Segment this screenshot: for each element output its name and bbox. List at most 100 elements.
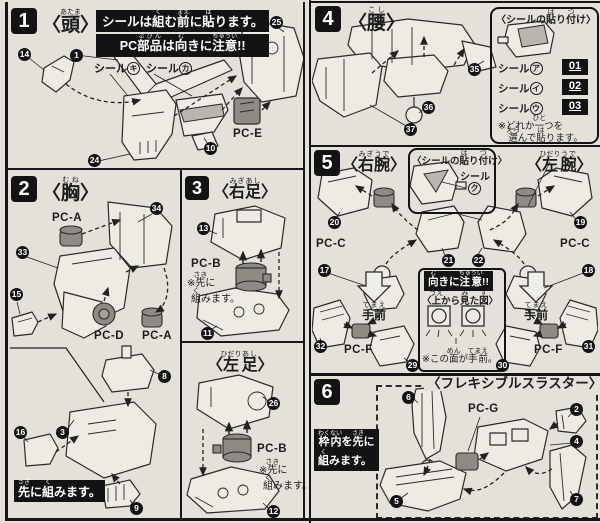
part-callout: 6 <box>402 391 415 404</box>
step-title: 〈胸むね〉 <box>42 177 100 204</box>
orientation-warning: 向むきに注意ちゅうい!! <box>424 271 494 292</box>
part-callout: 22 <box>472 254 485 267</box>
part-callout: 37 <box>404 123 417 136</box>
part-callout: 31 <box>582 340 595 353</box>
divider <box>5 2 8 519</box>
polycap-label: PC-C <box>560 238 591 250</box>
step-title-left-arm: 〈左ひだり腕うで〉 <box>526 151 593 174</box>
part-callout: 24 <box>88 154 101 167</box>
right-foot-diagram <box>196 205 290 337</box>
sticker-box-title: 〈シールの貼はり付つけ〉 <box>496 9 596 26</box>
part-callout: 5 <box>390 495 403 508</box>
sticker-number-badge: 01 <box>562 59 588 75</box>
part-callout: 29 <box>406 359 419 372</box>
sticker-box-title: 〈シールの貼はり付つけ〉 <box>412 150 508 167</box>
divider <box>303 2 305 519</box>
section-right-foot: 3 〈右みぎ足あし〉 13 PC-B ※先さきに 組くみます。 11 <box>183 172 303 341</box>
circled-kana: キ <box>127 62 140 75</box>
part-callout: 8 <box>158 370 171 383</box>
assemble-first-note: 枠内わくないを先さきに 組くみます。 <box>314 429 379 471</box>
divider <box>311 1 600 3</box>
orientation-box <box>418 268 506 372</box>
step-title-thruster: 〈フレキシブルスラスター〉 <box>424 376 600 392</box>
divider <box>180 168 182 520</box>
step-title: 〈左ひだり足あし〉 <box>207 351 274 374</box>
circled-kana: ア <box>529 62 543 75</box>
circled-kana: イ <box>529 82 543 95</box>
sticker-label: シール <box>460 172 490 183</box>
part-callout: 20 <box>328 216 341 229</box>
sticker-row-label: シールイ <box>498 81 543 96</box>
polycap-label: PC-G <box>468 403 499 415</box>
sticker-choice-note: 選えらんで貼はります。 <box>506 127 583 144</box>
sticker-number-badge: 02 <box>562 79 588 95</box>
divider <box>311 373 600 376</box>
section-arms: 5 〈右みぎ腕うで〉 〈左ひだり腕うで〉 〈シールの貼はり付つけ〉 シール ク … <box>312 148 598 372</box>
polycap-label: PC-F <box>534 344 563 356</box>
part-callout: 7 <box>570 493 583 506</box>
part-callout: 10 <box>204 142 217 155</box>
section-left-foot: 〈左ひだり足あし〉 26 PC-B ※先さきに 組くみます。 12 <box>183 345 312 518</box>
waist-assembly-diagram <box>312 18 555 128</box>
assemble-first-note: 組くみます。 <box>263 475 312 492</box>
step-number: 2 <box>11 176 37 202</box>
polycap-label: PC-D <box>94 330 125 342</box>
part-callout: 11 <box>201 327 214 340</box>
section-waist: 4 〈腰こし〉 35 36 37 〈シールの貼はり付つけ〉 シールア 01 シー… <box>312 3 599 144</box>
step-number: 3 <box>185 176 209 200</box>
step-title-right-arm: 〈右みぎ腕うで〉 <box>342 151 407 174</box>
section-chest: 2 〈胸むね〉 PC-A 34 33 15 PC-D PC-A 8 16 3 9… <box>8 172 180 518</box>
polycap-label: PC-C <box>316 238 347 250</box>
step-title: 〈腰こし〉 <box>348 7 406 34</box>
front-side-label: 手前てまえ <box>524 302 549 322</box>
part-callout: 16 <box>14 426 27 439</box>
part-callout: 36 <box>422 101 435 114</box>
circled-kana: ウ <box>529 102 543 115</box>
part-callout: 17 <box>318 264 331 277</box>
assemble-first-note: ※先さきに <box>259 459 288 476</box>
sticker-row-label: シールア <box>498 61 543 76</box>
divider <box>5 518 600 521</box>
polycap-label: PC-A <box>142 330 173 342</box>
part-callout: 2 <box>570 403 583 416</box>
polycap-label: PC-B <box>191 258 222 270</box>
assemble-first-note: 先さきに組くみます。 <box>14 480 105 503</box>
circled-kana: カ <box>179 62 192 75</box>
warning-text: シールは組くむ前まえに貼はります。 <box>96 10 270 33</box>
sticker-placement-box <box>408 148 496 214</box>
front-side-label: 手前てまえ <box>362 302 387 322</box>
step-number: 5 <box>314 150 340 176</box>
assemble-first-note: 組くみます。 <box>191 288 240 305</box>
step-number: 6 <box>314 379 340 405</box>
step-title: 〈右みぎ足あし〉 <box>213 178 278 201</box>
part-callout: 9 <box>130 502 143 515</box>
assemble-first-note: ※先さきに <box>187 272 216 289</box>
sticker-placement-box <box>490 7 599 144</box>
divider <box>180 341 305 343</box>
section-head: 1 〈頭あたま〉 シールは組くむ前まえに貼はります。 PC部品ぶひんは向むきに注… <box>8 4 303 168</box>
part-callout: 1 <box>70 49 83 62</box>
polycap-label: PC-E <box>233 128 263 140</box>
part-callout: 34 <box>150 202 163 215</box>
part-callout: 32 <box>314 340 327 353</box>
warning-text: PC部品ぶひんは向むきに注意ちゅうい!! <box>96 34 270 57</box>
chest-assembly-diagram <box>10 201 173 509</box>
section-thruster: 6 〈フレキシブルスラスター〉 枠内わくないを先さきに 組くみます。 PC-G … <box>312 376 600 519</box>
polycap-label: PC-F <box>344 344 373 356</box>
sticker-number-badge: 03 <box>562 99 588 115</box>
front-face-note: ※この面めんが手前てまえ。 <box>422 348 498 365</box>
top-view-label: 〈上うえから見みた図ず〉 <box>422 290 499 307</box>
part-callout: 4 <box>570 435 583 448</box>
arms-assembly-diagram <box>312 161 598 367</box>
sticker-label: シールカ <box>146 60 192 76</box>
sticker-row-label: シールウ <box>498 101 543 116</box>
part-callout: 14 <box>18 48 31 61</box>
part-callout: 12 <box>267 505 280 518</box>
part-callout: 18 <box>582 264 595 277</box>
part-callout: 3 <box>56 426 69 439</box>
divider <box>311 145 600 147</box>
part-callout: 21 <box>442 254 455 267</box>
step-number: 1 <box>11 8 37 34</box>
step-number: 4 <box>315 6 341 32</box>
